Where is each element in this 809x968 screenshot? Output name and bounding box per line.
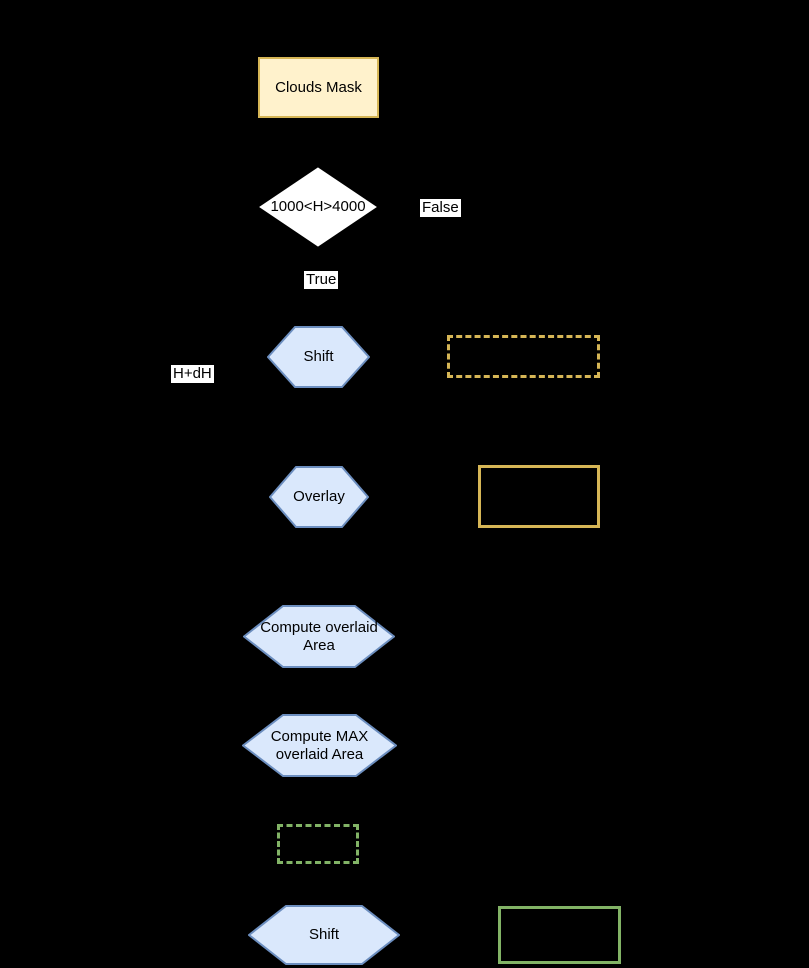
clouds-mask-node: Clouds Mask [258,57,379,118]
hexagon-shape [242,714,397,777]
gold-solid-box [478,465,600,528]
shift-hexagon-upper: Shift [267,326,370,388]
shift-hexagon-lower: Shift [248,905,400,965]
hexagon-shape [248,905,400,965]
clouds-mask-label: Clouds Mask [275,78,362,96]
green-solid-box [498,906,621,964]
hexagon-shape [243,605,395,668]
diamond-shape [259,167,377,247]
compute-max-overlaid-area-hexagon: Compute MAX overlaid Area [242,714,397,777]
compute-overlaid-area-hexagon: Compute overlaid Area [243,605,395,668]
overlay-hexagon: Overlay [269,466,369,528]
true-edge-label: True [304,271,339,289]
hexagon-shape [267,326,370,388]
h-plus-dh-edge-label: H+dH [171,365,214,383]
hexagon-shape [269,466,369,528]
false-edge-label: False [420,199,461,217]
green-dashed-box [277,824,359,864]
gold-dashed-box [447,335,600,378]
decision-diamond-node: 1000<H>4000 [259,167,377,247]
